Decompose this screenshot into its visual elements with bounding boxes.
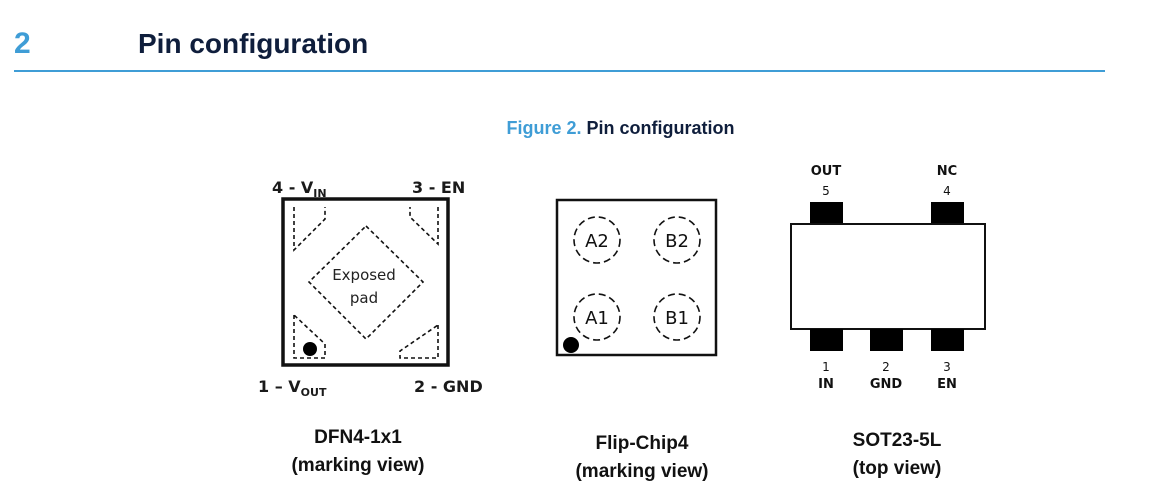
flipchip-caption-line1: Flip-Chip4 — [595, 433, 689, 454]
dfn-caption-line2: (marking view) — [291, 455, 425, 476]
sot-pin5-lead — [810, 202, 843, 224]
ball-b1-outline — [653, 293, 701, 341]
sot-pin3-name: EN — [937, 377, 957, 392]
sot-pin1-num: 1 — [822, 360, 830, 374]
sot-pin5-num: 5 — [822, 184, 830, 198]
sot-pin1-lead — [810, 329, 843, 351]
figure-caption: Figure 2. Pin configuration — [0, 117, 1156, 139]
exposed-pad-label: Exposed — [332, 266, 396, 284]
flipchip-body — [555, 198, 718, 357]
sot-pin2-name: GND — [870, 377, 903, 392]
figure-title: Pin configuration — [586, 118, 735, 138]
sot23-diagram: OUT 5 NC 4 1 IN 2 GND 3 EN — [790, 164, 986, 392]
dfn-pin3-pad — [409, 207, 439, 246]
ball-a2-outline — [573, 216, 621, 264]
ball-a1-label: A1 — [585, 308, 609, 329]
dfn-caption: DFN4-1x1 (marking view) — [238, 424, 478, 480]
sot-pin3-num: 3 — [943, 360, 951, 374]
sot-pin4-lead — [931, 202, 964, 224]
ball-b1-label: B1 — [665, 308, 689, 329]
sot-pin4-num: 4 — [943, 184, 951, 198]
dfn-caption-line1: DFN4-1x1 — [314, 427, 402, 448]
flipchip-caption: Flip-Chip4 (marking view) — [522, 430, 762, 486]
dfn-pin4-pad — [293, 207, 326, 252]
section-title: Pin configuration — [138, 28, 369, 59]
sot23-caption-line2: (top view) — [852, 458, 942, 479]
dfn-pin4-label: 4 - VIN — [272, 178, 327, 200]
section-rule — [14, 70, 1105, 72]
ball-b2-outline — [653, 216, 701, 264]
dfn-pin1-pad — [293, 313, 326, 359]
ball-b2-label: B2 — [665, 231, 689, 252]
ball-a1-outline — [573, 293, 621, 341]
exposed-pad-label-2: pad — [350, 289, 378, 307]
sot-pin4-name: NC — [937, 164, 957, 179]
sot23-caption-line1: SOT23-5L — [852, 430, 942, 451]
dfn-body — [281, 197, 450, 367]
exposed-pad — [307, 224, 425, 341]
dfn-pin1-label: 1 – VOUT — [258, 377, 327, 399]
sot-pin2-lead — [870, 329, 903, 351]
sot-pin2-num: 2 — [882, 360, 890, 374]
dfn-pin2-pad — [399, 323, 439, 359]
sot-pin5-name: OUT — [811, 164, 842, 179]
dfn4-diagram: 4 - VIN 3 - EN Exposed pad 1 – VOUT 2 - … — [258, 178, 483, 399]
flipchip-caption-line2: (marking view) — [575, 461, 709, 482]
pin1-marker-dot — [563, 337, 579, 353]
sot-pin1-name: IN — [818, 377, 834, 392]
pin1-marker-dot — [303, 342, 317, 356]
dfn-pin2-label: 2 - GND — [414, 377, 483, 396]
sot-pin3-lead — [931, 329, 964, 351]
section-number: 2 — [14, 27, 31, 60]
ball-a2-label: A2 — [585, 231, 609, 252]
sot-body — [790, 223, 986, 330]
sot23-caption: SOT23-5L (top view) — [777, 427, 1017, 483]
figure-label: Figure 2. — [506, 118, 582, 138]
dfn-pin3-label: 3 - EN — [412, 178, 465, 197]
flipchip-diagram: A2 B2 A1 B1 — [555, 198, 718, 357]
